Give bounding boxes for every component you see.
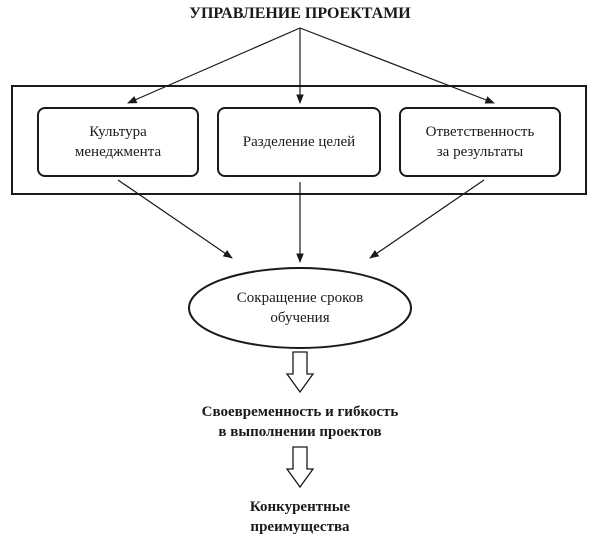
ellipse-line2: обучения	[270, 310, 330, 326]
hollow-arrow-2	[285, 446, 315, 489]
diagram-title: УПРАВЛЕНИЕ ПРОЕКТАМИ	[189, 5, 411, 22]
box-goals	[217, 107, 381, 177]
result2-line2: преимущества	[250, 519, 350, 535]
box-goals-label: Разделение целей	[218, 108, 380, 176]
ellipse-training	[188, 267, 412, 349]
arrow-title-to-left-box	[127, 27, 301, 104]
outer-frame	[11, 85, 587, 195]
box-responsibility	[399, 107, 561, 177]
box-responsibility-line1: Ответственность	[425, 124, 535, 140]
result2-line1: Конкурентные	[249, 499, 351, 515]
arrow-right-to-ellipse	[369, 179, 485, 259]
box-responsibility-line2: за результаты	[436, 144, 524, 160]
arrow-left-to-ellipse	[117, 179, 233, 259]
box-culture-line1: Культура	[89, 124, 147, 140]
box-culture-label: Культура менеджмента	[38, 108, 198, 176]
result-timeliness-label: Своевременность и гибкость в выполнении …	[100, 402, 500, 442]
box-culture	[37, 107, 199, 177]
arrow-title-to-right-box	[299, 27, 495, 104]
result-competitive-label: Конкурентные преимущества	[100, 497, 500, 537]
ellipse-line1: Сокращение сроков	[236, 290, 364, 306]
ellipse-training-label: Сокращение сроков обучения	[190, 268, 410, 348]
box-responsibility-label: Ответственность за результаты	[400, 108, 560, 176]
result1-line2: в выполнении проектов	[218, 424, 382, 440]
box-goals-line1: Разделение целей	[242, 134, 356, 150]
result1-line1: Своевременность и гибкость	[201, 404, 399, 420]
box-culture-line2: менеджмента	[74, 144, 162, 160]
hollow-arrow-1	[285, 351, 315, 394]
